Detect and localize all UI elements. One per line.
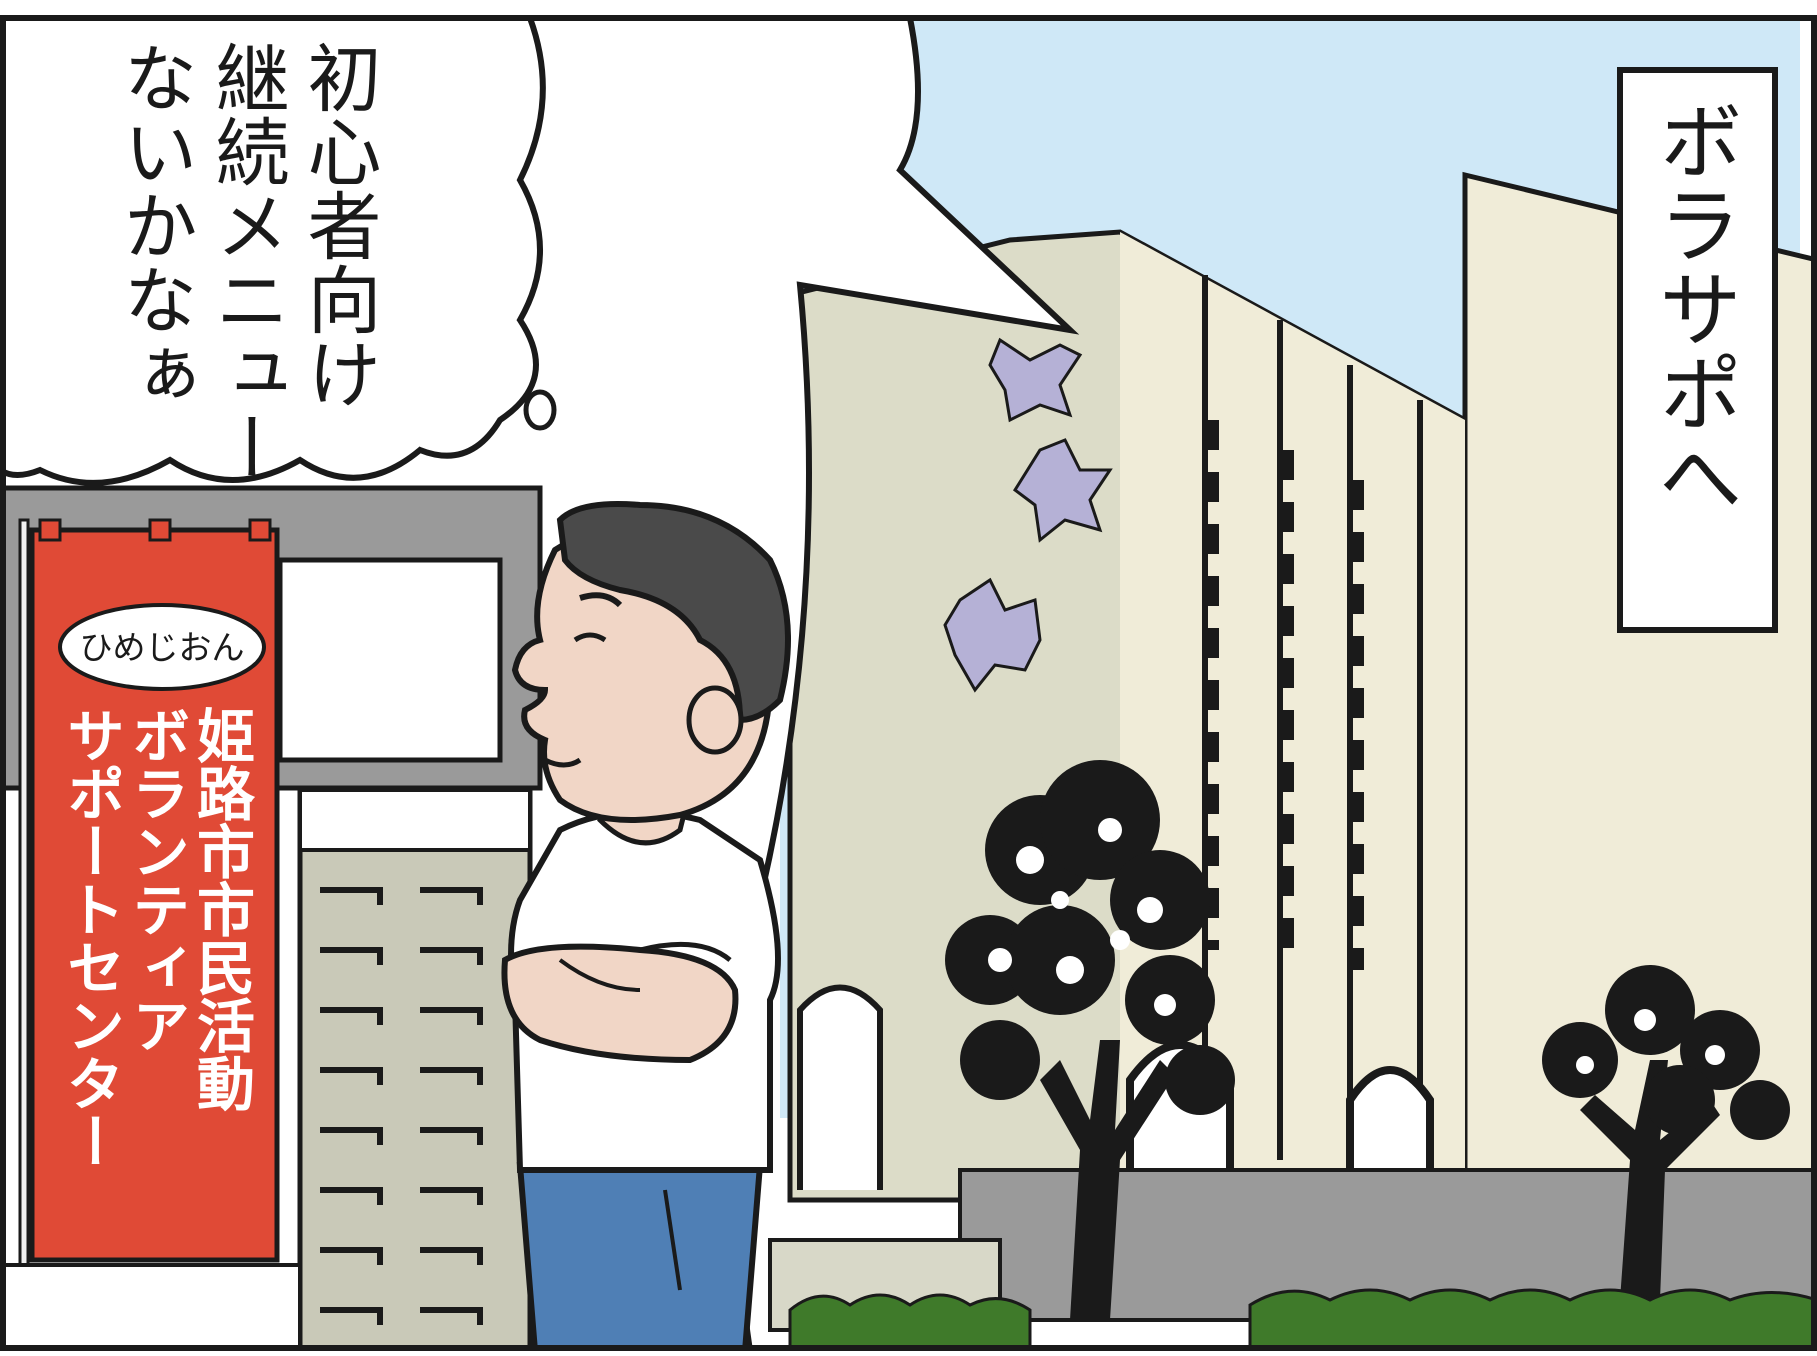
tree-center — [945, 760, 1235, 1320]
hedges — [788, 1288, 1817, 1353]
tree-right — [1542, 965, 1790, 1300]
banner-line-2: ボランティア — [122, 706, 190, 1054]
banner-line-3: サポートセンター — [57, 706, 125, 1170]
caption-box — [1617, 67, 1778, 633]
caption-text: ボラサポへ — [1645, 98, 1743, 518]
falling-leaves — [943, 337, 1113, 693]
speech-line-3: ないかなぁ — [111, 40, 197, 410]
speech-bubble-text: 初心者向け 継続メニュー ないかなぁ — [108, 40, 384, 484]
building-center — [787, 229, 1468, 1203]
banner-brand-label: ひめじおん — [79, 628, 245, 667]
speech-line-2: 継続メニュー — [203, 40, 289, 484]
banner-text: 姫路市市民活動 ボランティア サポートセンター — [57, 706, 255, 1266]
man-character — [501, 501, 791, 1354]
speech-line-1: 初心者向け — [295, 40, 381, 410]
panel-frame — [0, 15, 1817, 1351]
banner-line-1: 姫路市市民活動 — [187, 706, 255, 1112]
